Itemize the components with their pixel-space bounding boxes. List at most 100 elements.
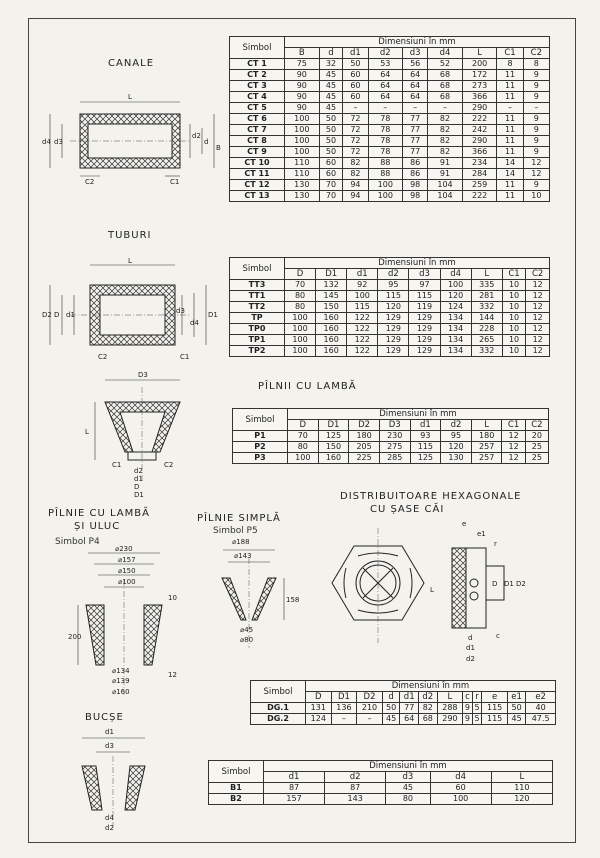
table-cell: 130 [440,452,472,464]
table-cell: 366 [461,146,498,158]
svg-text:d1: d1 [466,644,475,652]
table-cell: 90 [284,80,320,92]
table-cell: 104 [427,190,463,202]
table-cell: 12 [525,323,550,335]
table-cell: 93 [409,430,442,442]
page-frame [28,18,576,843]
table-cell: 225 [348,452,380,464]
table-cell: 50 [342,58,369,70]
table-cell: 68 [427,91,463,103]
table-cell: 110 [284,168,320,180]
svg-text:D: D [492,580,497,588]
table-cell: 82 [427,135,463,147]
column-header: c [462,691,473,703]
table-cell: 82 [427,124,463,136]
column-header: D2 [348,419,380,431]
svg-text:L: L [128,257,132,265]
svg-text:C1: C1 [180,353,189,361]
table-cell: 53 [367,58,404,70]
table-cell: 104 [427,179,463,191]
table-cell: 115 [409,441,442,453]
svg-text:⌀139: ⌀139 [112,677,130,685]
column-header: d2 [418,691,438,703]
row-symbol: CT 5 [229,102,285,114]
table-cell: 20 [524,430,550,442]
table-cell: 60 [342,69,369,81]
table-cell: 335 [470,279,503,291]
table-cell: 129 [377,345,410,357]
symbol-header: Simbol [229,36,285,59]
svg-text:d4: d4 [190,319,199,327]
svg-text:D1: D1 [134,491,144,499]
table-cell: – [427,102,463,114]
table-cell: 120 [377,301,410,313]
table-cell: 77 [402,146,429,158]
column-header: L [436,691,464,703]
p4-drawing: ⌀230 ⌀157 ⌀150 ⌀100 200 10 ⌀134⌀139 ⌀160… [68,545,177,696]
table-cell: 91 [427,168,463,180]
table-cell: 131 [305,702,332,714]
table-cell: 82 [342,168,369,180]
p4-symbol: Simbol P4 [55,537,100,547]
svg-text:10: 10 [168,594,177,602]
svg-text:D: D [134,483,139,491]
table-cell: 8 [496,58,524,70]
table-cell: 122 [346,312,379,324]
table-cell: 90 [284,91,320,103]
table-cell: 10 [501,334,527,346]
row-symbol: B2 [208,793,264,805]
table-cell: 115 [481,702,508,714]
group-header: Dimensiuni în mm [305,680,556,692]
group-header: Dimensiuni în mm [284,257,550,269]
table-cell: 115 [408,290,441,302]
column-header: d4 [427,47,463,59]
table-cell: 11 [496,179,524,191]
svg-text:d2: d2 [105,824,114,832]
svg-text:D2: D2 [516,580,526,588]
table-cell: 124 [439,301,472,313]
table-cell: 205 [348,441,380,453]
section-title-canale: CANALE [108,58,155,69]
table-cell: 87 [324,782,387,794]
table-cell: 265 [470,334,503,346]
table-cell: 11 [496,113,524,125]
column-header: D1 [330,691,358,703]
svg-text:D1: D1 [208,311,218,319]
table-cell: 70 [318,179,344,191]
table-cell: 5 [471,713,483,725]
svg-text:d2: d2 [134,467,143,475]
table-cell: – [496,102,524,114]
table-cell: 5 [471,702,483,714]
table-cell: 143 [324,793,387,805]
column-header: D [283,268,317,280]
table-cell: 92 [346,279,379,291]
column-header: d1 [342,47,369,59]
row-symbol: P1 [232,430,288,442]
column-header: D [305,691,332,703]
table-cell: 25 [524,452,550,464]
svg-text:⌀143: ⌀143 [234,552,252,560]
table-cell: 115 [377,290,410,302]
svg-text:c: c [496,632,500,640]
table-cell: 12 [522,157,551,169]
table-cell: 132 [315,279,348,291]
section-title-p4-2: ȘI ULUC [74,521,121,532]
table-cell: 64 [402,69,429,81]
svg-text:⌀100: ⌀100 [118,578,136,586]
row-symbol: CT 1 [229,58,285,70]
table-cell: 78 [367,135,404,147]
table-cell: 230 [378,430,411,442]
table-cell: 273 [461,80,498,92]
table-cell: 64 [367,69,404,81]
